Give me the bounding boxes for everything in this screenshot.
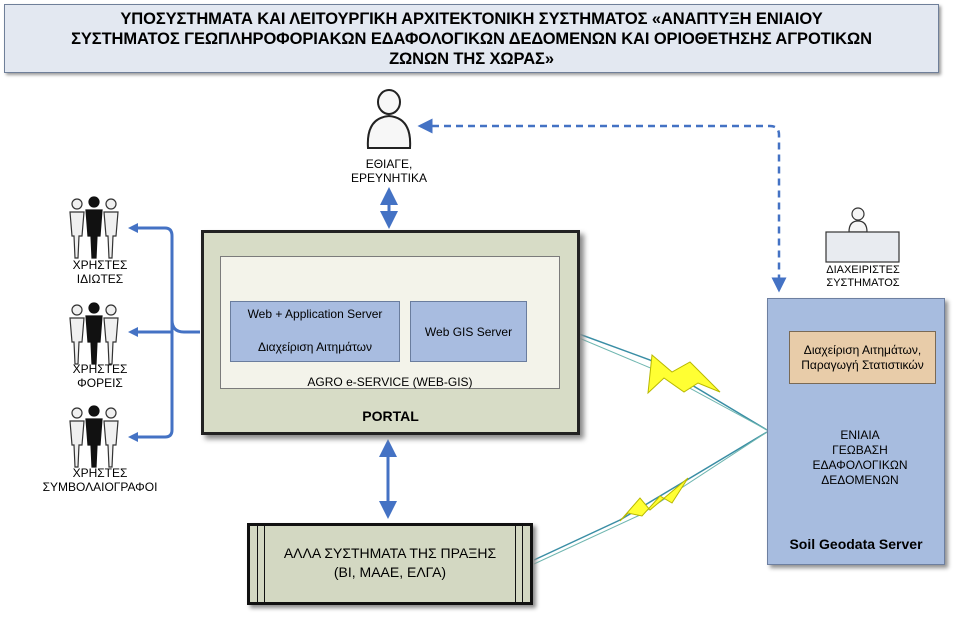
diagram-title: ΥΠΟΣΥΣΤΗΜΑΤΑ ΚΑΙ ΛΕΙΤΟΥΡΓΙΚΗ ΑΡΧΙΤΕΚΤΟΝΙ… (71, 9, 872, 68)
users-private-icon (69, 196, 119, 259)
arrow-head-notaries (128, 432, 138, 442)
agro-eservice-label: AGRO e-SERVICE (WEB-GIS) (307, 375, 473, 389)
researchers-label: ΕΘΙΑΓΕ, ΕΡΕΥΝΗΤΙΚΑ (350, 157, 428, 185)
portal-label: PORTAL (362, 408, 419, 424)
private-users-label: ΧΡΗΣΤΕΣ ΙΔΙΩΤΕΣ (72, 258, 128, 286)
users-bracket (134, 226, 200, 439)
lightning-bolt-lower (619, 477, 689, 522)
other-systems-right-bar (515, 526, 523, 602)
diagram-title-box: ΥΠΟΣΥΣΤΗΜΑΤΑ ΚΑΙ ΛΕΙΤΟΥΡΓΙΚΗ ΑΡΧΙΤΕΚΤΟΝΙ… (4, 4, 939, 73)
other-systems-label: ΑΛΛΑ ΣΥΣΤΗΜΑΤΑ ΤΗΣ ΠΡΑΞΗΣ (ΒΙ, ΜΑΑΕ, ΕΛΓ… (283, 545, 497, 580)
notary-users-label: ΧΡΗΣΤΕΣ ΣΥΜΒΟΛΑΙΟΓΡΑΦΟΙ (42, 466, 158, 494)
gis-server-link-2 (559, 329, 768, 431)
database-label: ΕΝΙΑΙΑ ΓΕΩΒΑΣΗ ΕΔΑΦΟΛΟΓΙΚΩΝ ΔΕΔΟΜΕΝΩΝ (812, 428, 908, 487)
gis-server-link (559, 326, 768, 431)
web-application-server-title: Web + Application Server (247, 307, 383, 321)
admin-desk-icon (825, 207, 900, 263)
arrow-head-private (128, 223, 138, 233)
request-statistics-box: Διαχείριση Αιτημάτων, Παραγωγή Στατιστικ… (789, 331, 936, 384)
web-application-server-box: Web + Application Server Διαχείριση Αιτη… (230, 301, 400, 362)
lightning-bolt-upper (647, 354, 721, 395)
users-agencies-icon (69, 302, 119, 365)
researcher-user-icon (366, 89, 412, 149)
request-management-label: Διαχείριση Αιτημάτων (257, 340, 373, 354)
web-gis-server-box: Web GIS Server (410, 301, 527, 362)
other-server-link (533, 431, 768, 561)
soil-geodata-server-label: Soil Geodata Server (789, 536, 923, 552)
researcher-server-dashed-link (417, 118, 787, 293)
admins-label: ΔΙΑΧΕΙΡΙΣΤΕΣ ΣΥΣΤΗΜΑΤΟΣ (826, 264, 900, 289)
other-systems-box: ΑΛΛΑ ΣΥΣΤΗΜΑΤΑ ΤΗΣ ΠΡΑΞΗΣ (ΒΙ, ΜΑΑΕ, ΕΛΓ… (247, 523, 533, 605)
agency-users-label: ΧΡΗΣΤΕΣ ΦΟΡΕΙΣ (72, 362, 128, 390)
other-systems-left-bar (257, 526, 265, 602)
users-notaries-icon (69, 405, 119, 468)
arrow-head-agencies (128, 327, 138, 337)
web-gis-server-label: Web GIS Server (424, 324, 513, 339)
